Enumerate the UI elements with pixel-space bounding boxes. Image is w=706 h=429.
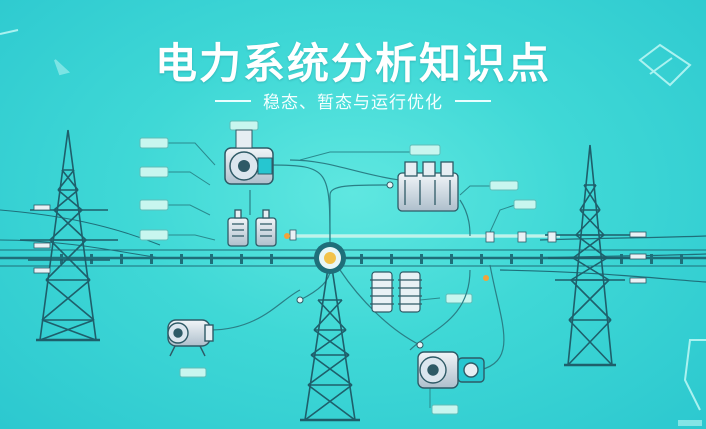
transformer-icon-right xyxy=(397,161,459,212)
busbar-hub-icon xyxy=(314,242,346,274)
accent-dots xyxy=(284,181,489,349)
line-insulator-row xyxy=(60,254,683,264)
transformer-icon-left xyxy=(227,209,277,247)
corner-decoration-bottom-right xyxy=(678,339,706,426)
transmission-tower-center xyxy=(300,267,360,422)
generator-icon-bottom-left xyxy=(167,319,214,357)
label-tags-right xyxy=(299,144,537,415)
control-wiring xyxy=(209,159,505,371)
subtitle-row: 稳态、暂态与运行优化 xyxy=(0,88,706,113)
corner-decoration-top-right xyxy=(638,43,692,87)
generator-icon-bottom-right xyxy=(417,351,485,389)
subtitle-divider-left xyxy=(215,99,251,102)
page-subtitle: 稳态、暂态与运行优化 xyxy=(263,93,443,113)
subtitle-divider-right xyxy=(455,99,491,102)
insulator-icon-stacks xyxy=(370,271,422,313)
corner-decoration-top-left xyxy=(0,29,71,76)
transmission-tower-left xyxy=(20,129,118,342)
generator-icon-top xyxy=(224,129,274,185)
transmission-tower-right xyxy=(545,144,635,367)
label-tags-left xyxy=(139,120,259,378)
page-title: 电力系统分析知识点 xyxy=(154,39,551,88)
side-insulators xyxy=(33,204,647,284)
